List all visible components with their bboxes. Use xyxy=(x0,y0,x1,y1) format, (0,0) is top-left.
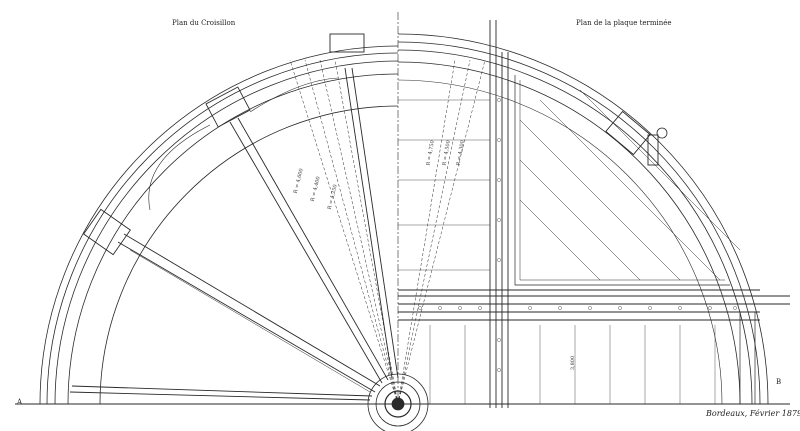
outer-ring-left-4 xyxy=(67,73,399,405)
web-panel-left-1 xyxy=(129,249,371,393)
outer-ring-right-1 xyxy=(397,33,769,405)
outer-ring-right-2 xyxy=(397,41,761,405)
rim-brackets xyxy=(83,33,659,256)
web-panel-left-3 xyxy=(249,77,339,113)
vertical-girders xyxy=(489,20,509,408)
inner-rim-right xyxy=(397,79,723,405)
hub-inner xyxy=(384,390,412,418)
horizontal-girders xyxy=(398,289,790,321)
title-plan-plaque: Plan de la plaque terminée xyxy=(576,19,672,27)
outer-ring-left-1 xyxy=(39,45,399,405)
rail-right xyxy=(739,312,756,404)
lower-planks xyxy=(429,325,716,404)
inner-rim-left xyxy=(99,105,399,405)
corner-label-a: A xyxy=(17,398,23,406)
plank-lines-left xyxy=(398,99,490,271)
hub-middle xyxy=(375,381,421,427)
dimension-label: 3,800 xyxy=(570,355,577,371)
panel-border-right-2 xyxy=(519,80,725,281)
panel-border-right xyxy=(514,75,730,286)
web-panel-left-2 xyxy=(148,124,211,211)
signature-date: Bordeaux, Février 1879 xyxy=(706,409,800,418)
construction-lines xyxy=(289,59,486,405)
outer-ring-left-3 xyxy=(54,60,399,405)
rivets xyxy=(418,98,737,372)
corner-label-b: B xyxy=(776,378,782,386)
outer-ring-right-4 xyxy=(397,61,741,405)
knob xyxy=(656,127,668,139)
spokes-left xyxy=(69,67,399,401)
plank-diagonals xyxy=(519,89,741,281)
outer-ring-left-2 xyxy=(46,52,399,405)
hub-outer xyxy=(367,373,429,431)
title-plan-croisillon: Plan du Croisillon xyxy=(172,19,236,27)
